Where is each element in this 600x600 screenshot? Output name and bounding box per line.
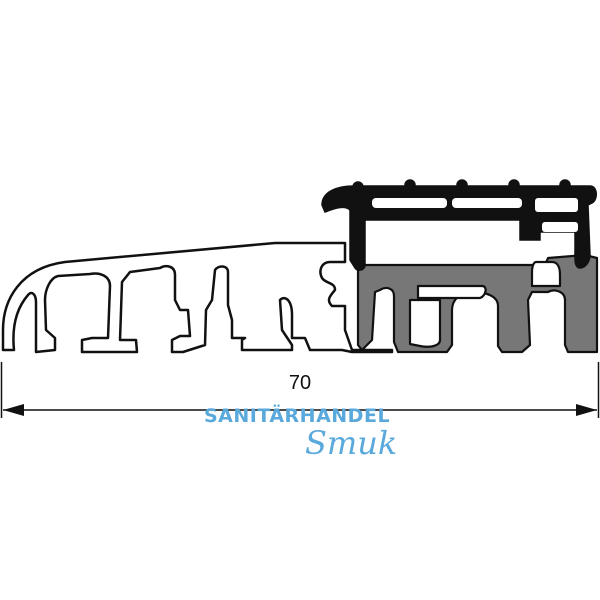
aluminium-profile [1,241,394,354]
thermal-break-profile [356,253,599,354]
dimension-label: 70 [288,372,312,394]
watermark-line1: SANITÄRHANDEL [204,405,391,427]
cover-profile [321,179,597,271]
dimension-line [0,362,600,418]
watermark-line2: Smuk [305,424,398,462]
